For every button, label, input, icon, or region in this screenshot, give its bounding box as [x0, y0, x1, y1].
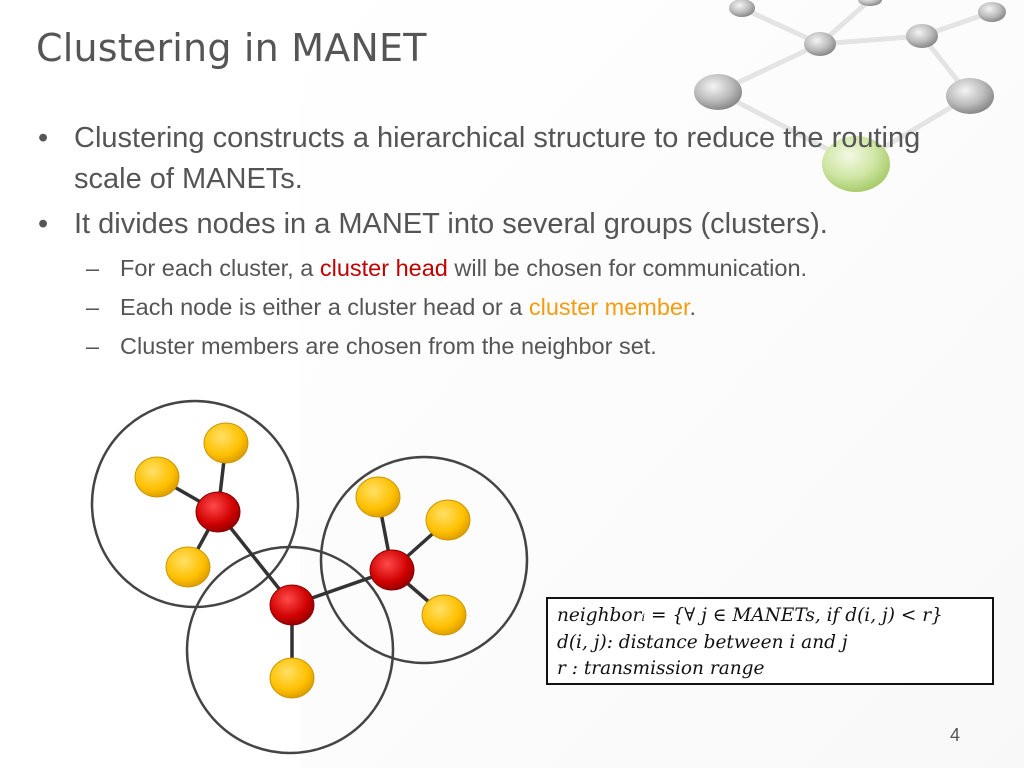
bullet-item: • Clustering constructs a hierarchical s…	[34, 118, 994, 200]
sub-bullet-dash: –	[86, 333, 100, 359]
cluster-head-term: cluster head	[319, 255, 448, 281]
sub-bullet-text: Cluster members are chosen from the neig…	[120, 333, 657, 359]
cluster-member-node	[355, 476, 401, 518]
cluster-member-node	[203, 422, 249, 464]
cluster-member-node	[134, 456, 180, 498]
bullet-text: It divides nodes in a MANET into several…	[74, 208, 828, 240]
cluster-member-node	[165, 546, 211, 588]
cluster-member-node	[269, 657, 315, 699]
formula-box: neighborᵢ = {∀ j ∈ MANETs, if d(i, j) < …	[546, 597, 994, 685]
cluster-boundary	[319, 455, 529, 665]
cluster-head-node	[269, 584, 315, 626]
bullet-list: • Clustering constructs a hierarchical s…	[34, 118, 994, 362]
sub-bullet-item: – Cluster members are chosen from the ne…	[34, 330, 994, 362]
bullet-item: • It divides nodes in a MANET into sever…	[34, 204, 994, 245]
slide-title: Clustering in MANET	[36, 26, 427, 70]
bullet-text: Clustering constructs a hierarchical str…	[74, 122, 921, 195]
sub-bullet-item: – Each node is either a cluster head or …	[34, 291, 994, 323]
bullet-dot: •	[38, 122, 49, 154]
sub-bullet-dash: –	[86, 255, 100, 281]
sub-bullet-dash: –	[86, 294, 100, 320]
cluster-member-node	[421, 594, 467, 636]
cluster-member-node	[425, 499, 471, 541]
cluster-head-node	[369, 549, 415, 591]
sub-bullet-text: .	[689, 294, 697, 320]
sub-bullet-text: will be chosen for communication.	[447, 255, 808, 281]
bullet-dot: •	[38, 208, 49, 240]
cluster-boundary	[90, 399, 300, 609]
formula-neighbor-definition: neighborᵢ = {∀ j ∈ MANETs, if d(i, j) < …	[557, 605, 943, 626]
sub-bullet-item: – For each cluster, a cluster head will …	[34, 252, 994, 284]
page-number: 4	[950, 725, 961, 745]
cluster-head-node	[195, 491, 241, 533]
sub-bullet-text: For each cluster, a	[120, 255, 320, 281]
cluster-member-term: cluster member	[528, 294, 690, 320]
formula-range-definition: r : transmission range	[557, 658, 765, 679]
cluster-boundary	[185, 545, 395, 755]
sub-bullet-text: Each node is either a cluster head or a	[120, 294, 529, 320]
formula-distance-definition: d(i, j): distance between i and j	[557, 631, 848, 653]
